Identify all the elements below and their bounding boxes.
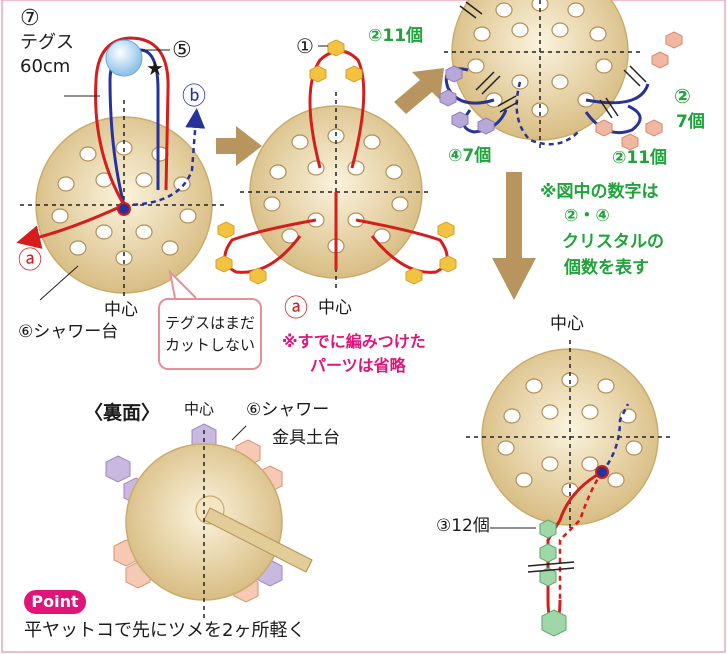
note-numbers-line2: ②・④: [564, 206, 610, 226]
shower-disc-icon: [466, 340, 670, 637]
note-bubble: テグスはまだ カットしない: [158, 298, 262, 370]
note-numbers-line1: ※図中の数字は: [540, 182, 659, 202]
note-omitted-line2: パーツは省略: [310, 356, 406, 375]
wire-end-a-2: ⓐ: [284, 294, 308, 322]
label-center-3: 中心: [550, 314, 584, 334]
point-badge: Point: [24, 590, 86, 614]
arrow-down-icon: [492, 172, 536, 300]
shower-disc-icon: [105, 423, 313, 620]
label-bead-number: ⑤: [172, 38, 192, 63]
shower-disc-icon: [215, 39, 457, 290]
bubble-line: カットしない: [164, 336, 255, 354]
note-omitted-line1: ※すでに編みつけた: [282, 332, 426, 351]
wire-end-b: ⓑ: [182, 82, 206, 110]
label-shower-metal-1: ⑥シャワー: [246, 400, 330, 420]
shower-disc-icon: [439, 0, 683, 151]
label-tegusu-length: 60cm: [20, 56, 71, 77]
count-2-11-top: ②11個: [368, 26, 424, 46]
note-numbers-line3: クリスタルの: [562, 232, 664, 252]
arrow-right-icon: [216, 126, 262, 166]
note-numbers-line4: 個数を表す: [564, 258, 649, 278]
point-text: 平ヤットコで先にツメを2ヶ所軽く: [24, 620, 306, 641]
label-shower-metal-2: 金具土台: [272, 428, 340, 448]
arrow-right-icon: [394, 68, 444, 114]
label-center: 中心: [104, 300, 138, 320]
back-side-title: 〈裏面〉: [84, 402, 161, 424]
count-2-7-num: ②: [674, 84, 691, 108]
wire-end-a: ⓐ: [18, 246, 42, 274]
label-center-2: 中心: [318, 298, 352, 318]
count-3-12: ③12個: [436, 516, 490, 536]
count-2-7-unit: 7個: [676, 112, 705, 132]
bubble-line: テグスはまだ: [164, 314, 255, 332]
count-4-7: ④7個: [448, 146, 492, 166]
shower-disc-icon: [16, 36, 226, 301]
label-tegusu-number: ⑦: [20, 6, 40, 31]
label-shower-base: ⑥シャワー台: [18, 322, 119, 342]
label-tegusu: テグス: [20, 32, 74, 53]
label-crystal-1: ①: [296, 34, 314, 58]
star-icon: ★: [146, 56, 164, 80]
count-2-11-bottom: ②11個: [612, 148, 668, 168]
label-center-4: 中心: [184, 400, 215, 418]
